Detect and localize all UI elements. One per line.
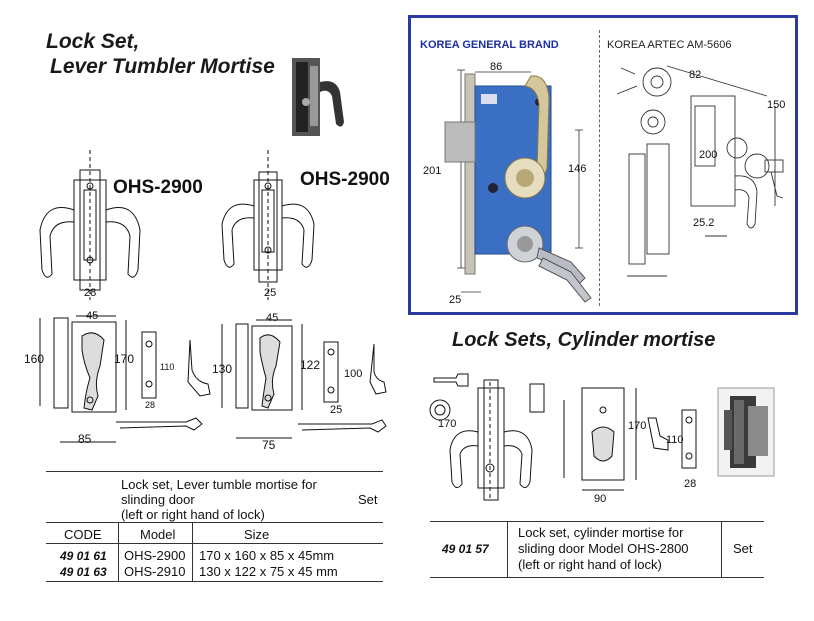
lock-drawing-a-plate [39, 315, 211, 443]
right-description-line3: (left or right hand of lock) [518, 557, 662, 572]
dim-a-side-w: 28 [145, 400, 156, 410]
right-dim-bottom: 90 [594, 493, 607, 505]
right-unit: Set [733, 541, 753, 556]
table-row-code: 49 01 63 [60, 565, 107, 579]
lock-drawing-b-front [221, 150, 315, 300]
left-description-line1: Lock set, Lever tumble mortise for [121, 477, 317, 492]
dim-b-height-right: 122 [300, 358, 321, 372]
dim-a-backset: 28 [84, 287, 97, 299]
dim-a-width-top: 45 [86, 310, 99, 322]
right-dim-right-h: 170 [628, 420, 647, 432]
right-description-line2: sliding door Model OHS-2800 [518, 541, 689, 556]
left-description-line3: (left or right hand of lock) [121, 507, 265, 522]
right-dim-left-h: 170 [438, 418, 457, 430]
drawing-dim-bottom: 25.2 [693, 217, 715, 229]
brand-left-label: KOREA GENERAL BRAND [420, 39, 559, 51]
divider [430, 577, 764, 578]
table-header-size: Size [244, 527, 270, 542]
photo-dim-left: 201 [423, 165, 442, 177]
brand-right-label: KOREA ARTEC AM-5606 [607, 39, 732, 51]
dim-b-bottom: 75 [262, 438, 276, 452]
right-description-line1: Lock set, cylinder mortise for [518, 525, 684, 540]
divider [46, 581, 383, 582]
table-row-model: OHS-2910 [124, 564, 186, 579]
table-header-model: Model [140, 527, 176, 542]
dim-a-side-h: 110 [160, 362, 175, 372]
divider [430, 521, 764, 522]
dim-b-backset: 25 [264, 287, 277, 299]
right-title: Lock Sets, Cylinder mortise [452, 329, 716, 351]
right-dim-side-h: 110 [666, 434, 684, 446]
cylinder-lock-drawing [429, 373, 697, 501]
dim-a-height-right: 170 [114, 352, 135, 366]
right-code: 49 01 57 [442, 542, 489, 556]
table-column-divider [507, 521, 508, 577]
table-column-divider [192, 522, 193, 582]
dim-b-height-left: 130 [212, 362, 233, 376]
dim-b-side-h: 100 [344, 368, 363, 380]
exploded-lock-drawing [616, 65, 784, 277]
left-title-line2: Lever Tumbler Mortise [50, 55, 275, 78]
model-label-b: OHS-2900 [300, 169, 390, 190]
photo-divider [599, 30, 600, 306]
table-row-code: 49 01 61 [60, 549, 107, 563]
table-row-size: 170 x 160 x 85 x 45mm [199, 548, 335, 563]
lock-drawing-a-front [39, 150, 141, 300]
table-row-size: 130 x 122 x 75 x 45 mm [199, 564, 338, 579]
divider [46, 471, 383, 472]
product-photo-box: KOREA GENERAL BRAND KOREA ARTEC AM-5606 … [408, 15, 798, 315]
mortise-lock-photo [444, 69, 592, 303]
dim-b-width-top: 45 [266, 312, 279, 324]
dim-a-bottom: 85 [78, 432, 92, 446]
photo-dim-top: 86 [490, 61, 503, 73]
left-description-line2: slinding door [121, 492, 195, 507]
divider [46, 522, 383, 523]
cylinder-lock-photo [717, 387, 775, 477]
photo-dim-bottom: 25 [449, 294, 462, 306]
right-dim-side-w: 28 [684, 478, 697, 490]
dim-b-side-w: 25 [330, 404, 343, 416]
left-unit: Set [358, 492, 378, 507]
divider [46, 543, 383, 544]
lock-drawing-b-plate [221, 319, 387, 439]
dim-a-height-left: 160 [24, 352, 45, 366]
lever-lock-photo [292, 58, 344, 136]
model-label-a: OHS-2900 [113, 177, 203, 198]
table-column-divider [721, 521, 722, 577]
photo-dim-right: 146 [568, 163, 587, 175]
table-header-code: CODE [64, 527, 102, 542]
table-row-model: OHS-2900 [124, 548, 186, 563]
left-title-line1: Lock Set, [46, 30, 140, 53]
drawing-dim-right: 150 [767, 99, 786, 111]
drawing-dim-top: 82 [689, 69, 702, 81]
table-column-divider [118, 522, 119, 582]
drawing-dim-mid: 200 [699, 149, 718, 161]
